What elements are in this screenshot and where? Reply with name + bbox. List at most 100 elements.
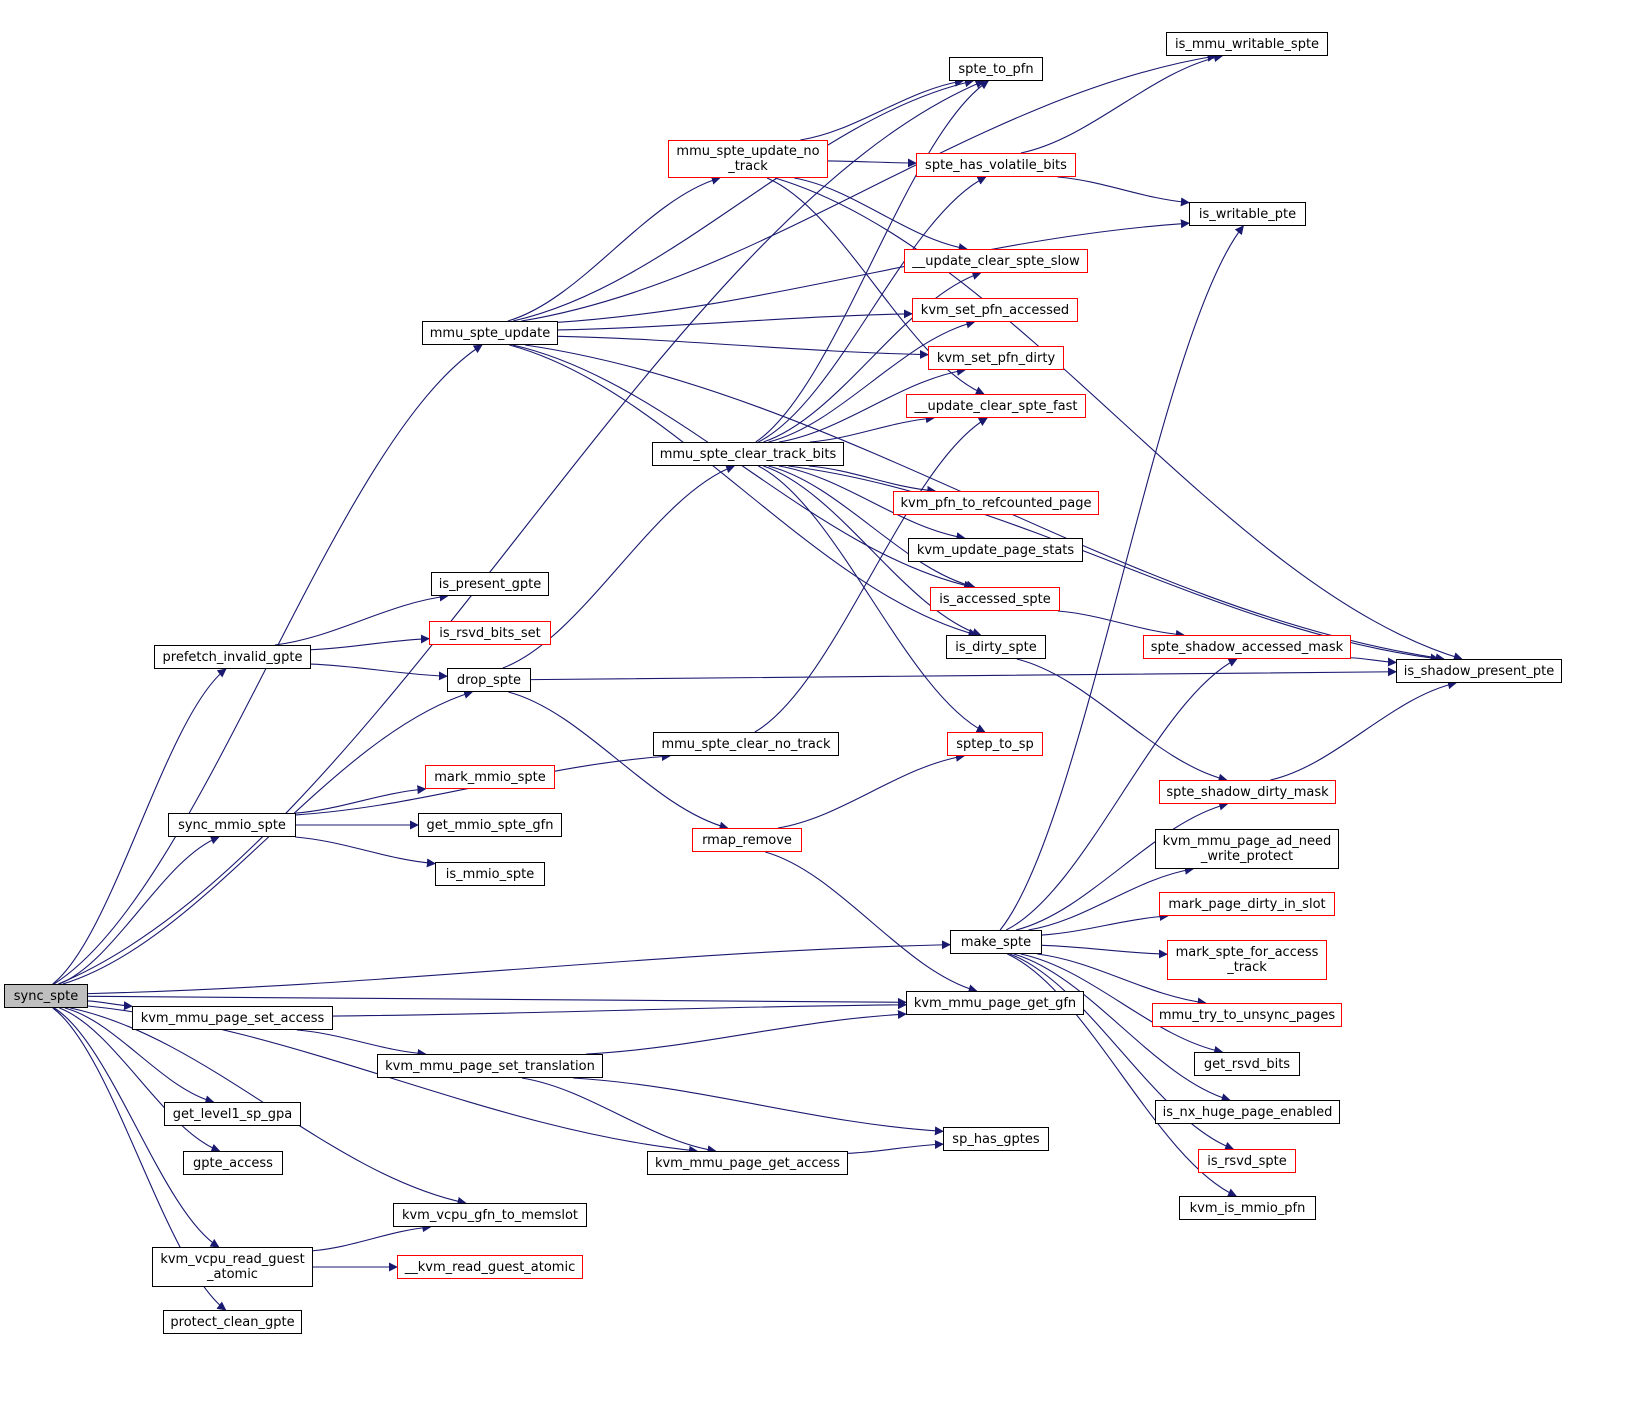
node-mark-page-dirty-in-slot[interactable]: mark_page_dirty_in_slot	[1159, 892, 1335, 916]
edge-mmu-spte-update-no-track-to-is-shadow-present-pte	[774, 177, 1463, 661]
node-make-spte[interactable]: make_spte	[950, 930, 1042, 954]
edge-sync-spte-to-kvm-mmu-page-get-gfn	[87, 995, 907, 1007]
node-spte-shadow-accessed-mask[interactable]: spte_shadow_accessed_mask	[1143, 635, 1351, 659]
node-spte-shadow-dirty-mask[interactable]: spte_shadow_dirty_mask	[1159, 780, 1336, 804]
node-kvm-mmu-page-get-gfn[interactable]: kvm_mmu_page_get_gfn	[906, 991, 1084, 1015]
node-sptep-to-sp[interactable]: sptep_to_sp	[947, 732, 1043, 756]
edge-sync-spte-to-sync-mmio-spte	[58, 835, 220, 985]
node-is-mmio-spte[interactable]: is_mmio_spte	[435, 862, 545, 886]
edge-sync-spte-to-get-level1-sp-gpa	[64, 1007, 215, 1105]
edge-make-spte-to-kvm-mmu-page-ad-need-write-protect	[1028, 865, 1194, 931]
edge-prefetch-invalid-gpte-to-drop-spte	[310, 663, 448, 681]
node-kvm-mmu-page-set-translation[interactable]: kvm_mmu_page_set_translation	[377, 1054, 603, 1078]
node-mmu-spte-update[interactable]: mmu_spte_update	[422, 321, 558, 345]
edge-mmu-spte-clear-track-bits-to-kvm-update-page-stats	[778, 465, 966, 542]
edge-kvm-mmu-page-get-access-to-sp-has-gptes	[847, 1139, 944, 1154]
node-sync-mmio-spte[interactable]: sync_mmio_spte	[168, 813, 296, 837]
edge-prefetch-invalid-gpte-to-is-present-gpte	[274, 592, 449, 646]
node-mmu-spte-clear-no-track[interactable]: mmu_spte_clear_no_track	[653, 732, 839, 756]
node-rmap-remove[interactable]: rmap_remove	[692, 828, 802, 852]
edge-kvm-mmu-page-set-access-to-kvm-mmu-page-get-gfn	[332, 1000, 907, 1017]
node-protect-clean-gpte[interactable]: protect_clean_gpte	[163, 1310, 302, 1334]
edge-make-spte-to-spte-shadow-accessed-mask	[1005, 658, 1238, 931]
node-kvm-is-mmio-pfn[interactable]: kvm_is_mmio_pfn	[1179, 1196, 1316, 1220]
edge-mmu-spte-clear-no-track-to-update-clear-spte-fast	[754, 417, 988, 733]
edge-mmu-spte-update-to-is-mmu-writable-spte	[521, 52, 1217, 322]
edge-rmap-remove-to-kvm-mmu-page-get-gfn	[765, 851, 978, 994]
edge-kvm-mmu-page-set-translation-to-sp-has-gptes	[573, 1077, 944, 1136]
edge-spte-shadow-accessed-mask-to-is-shadow-present-pte	[1350, 657, 1397, 667]
edge-sync-spte-to-spte-to-pfn	[58, 79, 985, 985]
node-gpte-access[interactable]: gpte_access	[183, 1151, 283, 1175]
edge-mmu-spte-update-no-track-to-update-clear-spte-fast	[766, 177, 985, 395]
node-spte-to-pfn[interactable]: spte_to_pfn	[949, 57, 1043, 81]
node-is-rsvd-bits-set[interactable]: is_rsvd_bits_set	[429, 621, 551, 645]
node-kvm-mmu-page-set-access[interactable]: kvm_mmu_page_set_access	[132, 1006, 333, 1030]
edge-prefetch-invalid-gpte-to-is-rsvd-bits-set	[310, 634, 430, 651]
edge-sync-spte-to-gpte-access	[59, 1007, 221, 1153]
node-kvm-pfn-to-refcounted-page[interactable]: kvm_pfn_to_refcounted_page	[893, 491, 1099, 515]
node-drop-spte[interactable]: drop_spte	[447, 668, 531, 692]
node-get-level1-sp-gpa[interactable]: get_level1_sp_gpa	[164, 1102, 301, 1126]
node-get-mmio-spte-gfn[interactable]: get_mmio_spte_gfn	[418, 813, 562, 837]
node-update-clear-spte-slow[interactable]: __update_clear_spte_slow	[904, 249, 1088, 273]
node-kvm-update-page-stats[interactable]: kvm_update_page_stats	[908, 538, 1083, 562]
node-is-nx-huge-page-enabled[interactable]: is_nx_huge_page_enabled	[1155, 1100, 1340, 1124]
node-mark-mmio-spte[interactable]: mark_mmio_spte	[425, 765, 555, 789]
edge-spte-has-volatile-bits-to-is-writable-pte	[1057, 176, 1190, 207]
edge-is-dirty-spte-to-spte-shadow-dirty-mask	[1016, 658, 1228, 783]
edge-make-spte-to-mark-page-dirty-in-slot	[1041, 912, 1169, 936]
edge-mmu-spte-clear-track-bits-to-spte-has-volatile-bits	[758, 176, 987, 443]
edge-mmu-spte-update-to-spte-to-pfn	[512, 78, 974, 322]
node-is-rsvd-spte[interactable]: is_rsvd_spte	[1198, 1149, 1296, 1173]
node-mmu-spte-clear-track-bits[interactable]: mmu_spte_clear_track_bits	[652, 442, 844, 466]
edge-kvm-vcpu-read-guest-atomic-to-kvm-vcpu-gfn-to-memslot	[312, 1223, 432, 1252]
node-prefetch-invalid-gpte[interactable]: prefetch_invalid_gpte	[154, 645, 311, 669]
node-is-accessed-spte[interactable]: is_accessed_spte	[930, 587, 1060, 611]
node-mmu-spte-update-no-track[interactable]: mmu_spte_update_no _track	[668, 140, 828, 178]
node-get-rsvd-bits[interactable]: get_rsvd_bits	[1194, 1052, 1300, 1076]
edge-mmu-spte-update-to-kvm-set-pfn-accessed	[557, 309, 913, 331]
node-mark-spte-for-access-track[interactable]: mark_spte_for_access _track	[1167, 940, 1327, 980]
edge-mmu-spte-clear-track-bits-to-update-clear-spte-fast	[809, 414, 935, 443]
edge-make-spte-to-is-writable-pte	[999, 225, 1244, 931]
edge-make-spte-to-kvm-is-mmio-pfn	[1007, 953, 1237, 1197]
edge-kvm-mmu-page-set-translation-to-kvm-mmu-page-get-gfn	[586, 1010, 907, 1055]
node-kvm-vcpu-read-guest-atomic[interactable]: kvm_vcpu_read_guest _atomic	[152, 1247, 313, 1287]
edge-make-spte-to-get-rsvd-bits	[1020, 953, 1224, 1055]
node-kvm-vcpu-gfn-to-memslot[interactable]: kvm_vcpu_gfn_to_memslot	[393, 1203, 587, 1227]
edge-spte-shadow-dirty-mask-to-is-shadow-present-pte	[1270, 680, 1457, 781]
edge-sync-spte-to-kvm-vcpu-read-guest-atomic	[53, 1007, 220, 1248]
node-is-writable-pte[interactable]: is_writable_pte	[1189, 202, 1306, 226]
edge-mmu-spte-clear-track-bits-to-kvm-pfn-to-refcounted-page	[808, 465, 937, 495]
edge-mmu-spte-update-to-is-writable-pte	[557, 219, 1190, 323]
edge-mmu-spte-update-to-is-dirty-spte	[509, 344, 978, 638]
node-mmu-try-to-unsync-pages[interactable]: mmu_try_to_unsync_pages	[1152, 1003, 1342, 1027]
edge-make-spte-to-spte-shadow-dirty-mask	[1015, 801, 1229, 931]
node-is-dirty-spte[interactable]: is_dirty_spte	[946, 635, 1046, 659]
node-kvm-mmu-page-get-access[interactable]: kvm_mmu_page_get_access	[647, 1151, 848, 1175]
node-kvm-set-pfn-accessed[interactable]: kvm_set_pfn_accessed	[912, 298, 1078, 322]
node-kvm-mmu-page-ad-need-write-protect[interactable]: kvm_mmu_page_ad_need _write_protect	[1155, 829, 1339, 869]
node-is-shadow-present-pte[interactable]: is_shadow_present_pte	[1396, 659, 1562, 683]
edge-mmu-spte-clear-track-bits-to-sptep-to-sp	[757, 465, 986, 733]
node-spte-has-volatile-bits[interactable]: spte_has_volatile_bits	[916, 153, 1076, 177]
edge-kvm-mmu-page-set-access-to-kvm-mmu-page-set-translation	[296, 1029, 427, 1058]
edge-mmu-spte-clear-track-bits-to-kvm-set-pfn-dirty	[778, 366, 966, 443]
edge-sync-mmio-spte-to-mark-mmio-spte	[295, 785, 427, 814]
edge-drop-spte-to-mmu-spte-clear-track-bits	[502, 464, 736, 669]
node-update-clear-spte-fast[interactable]: __update_clear_spte_fast	[906, 394, 1086, 418]
edge-sync-spte-to-make-spte	[87, 940, 951, 995]
node-sp-has-gptes[interactable]: sp_has_gptes	[943, 1127, 1049, 1151]
edge-mmu-spte-clear-track-bits-to-is-dirty-spte	[763, 465, 982, 637]
edge-mmu-spte-update-no-track-to-spte-to-pfn	[800, 77, 964, 141]
edge-make-spte-to-mmu-try-to-unsync-pages	[1037, 953, 1207, 1007]
node-kvm-read-guest-atomic[interactable]: __kvm_read_guest_atomic	[397, 1255, 583, 1279]
edge-drop-spte-to-is-shadow-present-pte	[530, 667, 1397, 681]
edge-mmu-spte-clear-track-bits-to-is-shadow-present-pte	[788, 465, 1440, 663]
node-is-mmu-writable-spte[interactable]: is_mmu_writable_spte	[1166, 32, 1328, 56]
node-kvm-set-pfn-dirty[interactable]: kvm_set_pfn_dirty	[928, 346, 1064, 370]
edge-sync-spte-to-kvm-mmu-page-set-access	[87, 1000, 133, 1011]
node-is-present-gpte[interactable]: is_present_gpte	[431, 572, 549, 596]
